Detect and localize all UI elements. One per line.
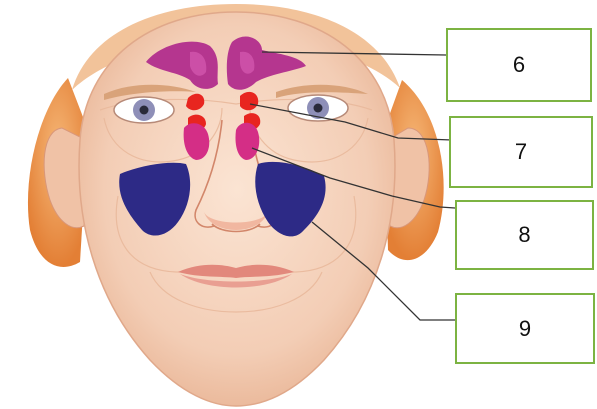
label-box-8: 8 — [455, 200, 594, 270]
label-box-7: 7 — [449, 116, 593, 188]
label-box-6: 6 — [446, 28, 592, 102]
label-text-9: 9 — [519, 316, 531, 342]
label-text-7: 7 — [515, 139, 527, 165]
label-text-8: 8 — [518, 222, 530, 248]
label-text-6: 6 — [513, 52, 525, 78]
label-box-9: 9 — [455, 293, 595, 364]
